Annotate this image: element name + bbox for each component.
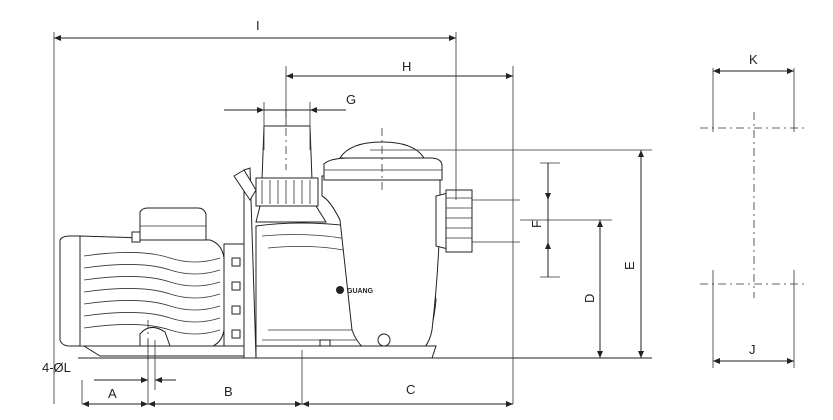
dimension-label-B: B [224, 384, 233, 399]
dimension-label-K: K [749, 52, 758, 67]
dimension-label-A: A [108, 386, 117, 401]
dimension-F: F [529, 163, 551, 277]
dimension-A: A [82, 386, 148, 407]
dimension-label-G: G [346, 92, 356, 107]
dimension-label-C: C [406, 382, 415, 397]
dimension-D: D [582, 220, 603, 358]
dimension-label-I: I [256, 18, 260, 33]
dimension-I: I [54, 18, 456, 41]
dimension-C: C [302, 382, 513, 407]
dimension-G: G [224, 92, 356, 113]
dimension-E: E [622, 150, 644, 358]
foot-plan-view: K J [700, 52, 808, 368]
dimension-label-hole: 4-ØL [42, 360, 71, 375]
motor-body [59, 207, 245, 357]
dimension-label-E: E [622, 261, 637, 270]
brand-logo-text: GUANG [347, 288, 374, 295]
centerlines [147, 110, 383, 360]
dimension-label-F: F [529, 220, 544, 228]
dimension-label-D: D [582, 294, 597, 303]
dimension-label-H: H [402, 59, 411, 74]
dimension-H: H [286, 59, 513, 79]
brand-logo: GUANG [336, 286, 374, 295]
pump-housing [233, 125, 520, 359]
dimension-label-J: J [749, 342, 756, 357]
dimension-B: B [148, 384, 302, 407]
dimension-hole: 4-ØL [42, 360, 176, 383]
